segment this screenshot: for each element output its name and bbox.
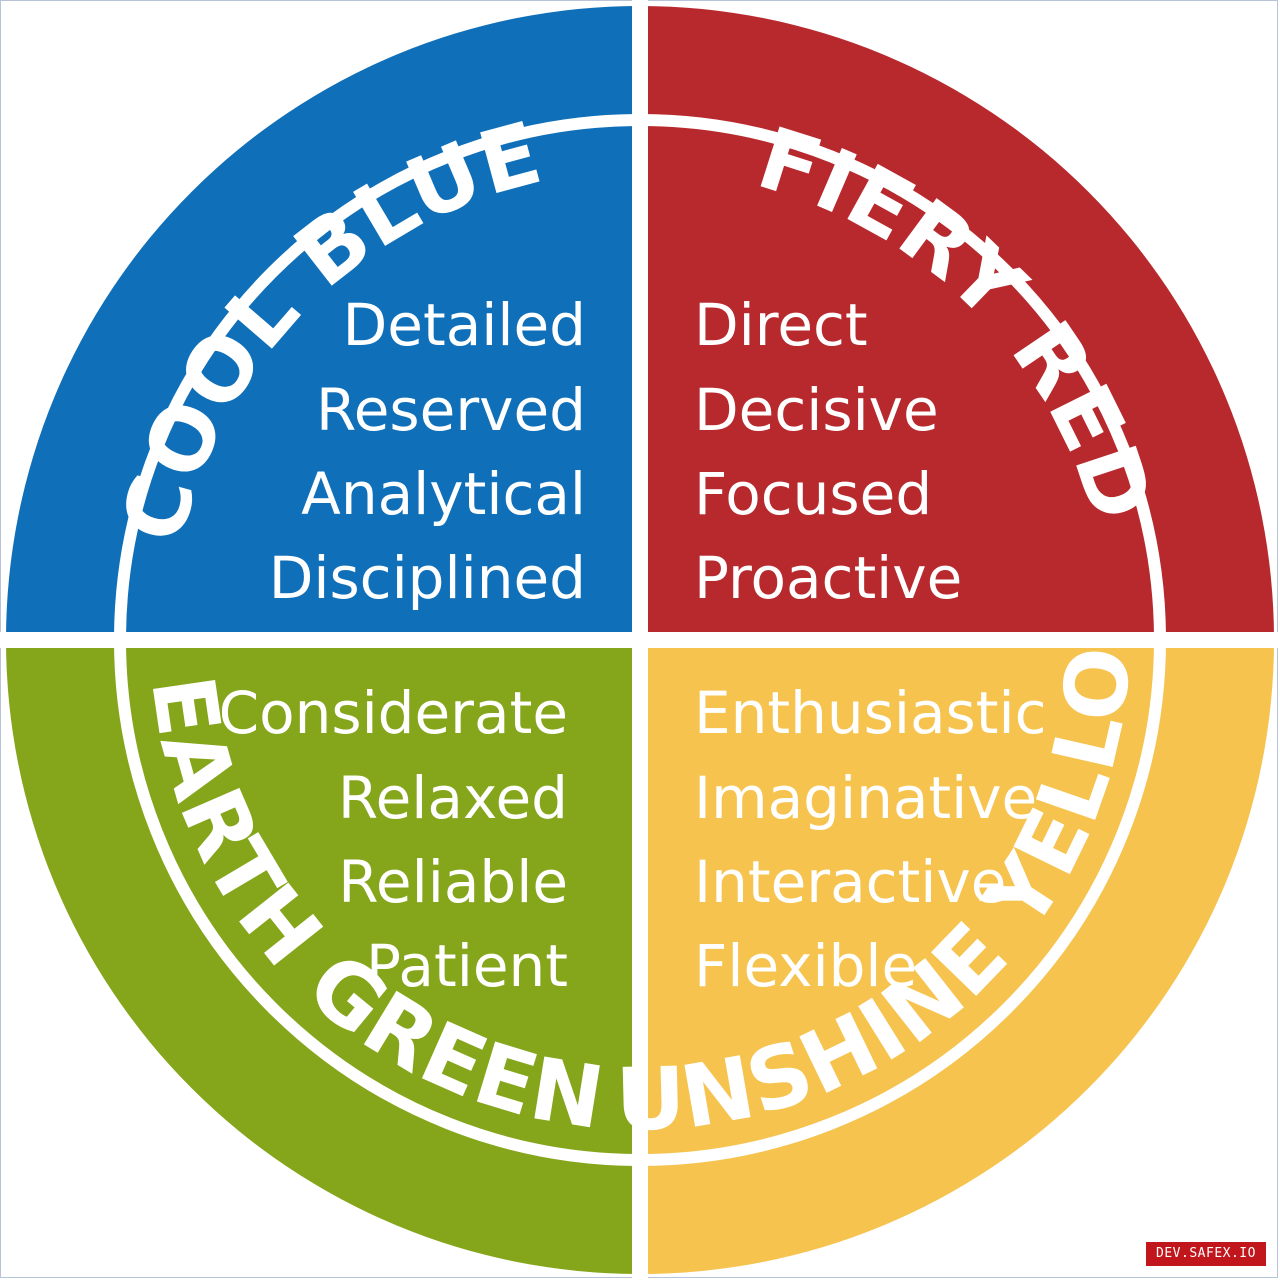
trait-yellow-1: Enthusiastic [694, 679, 1047, 747]
trait-blue-2: Reserved [316, 376, 586, 444]
trait-yellow-3: Interactive [694, 848, 1006, 916]
trait-red-1: Direct [694, 291, 868, 359]
trait-red-4: Proactive [694, 544, 962, 612]
trait-yellow-2: Imaginative [694, 764, 1037, 832]
trait-green-4: Patient [366, 932, 568, 1000]
trait-red-2: Decisive [694, 376, 939, 444]
quadrant-blue [6, 6, 640, 640]
trait-yellow-4: Flexible [694, 932, 917, 1000]
quadrant-red [640, 6, 1274, 640]
trait-blue-1: Detailed [343, 291, 586, 359]
quadrant-yellow [640, 640, 1274, 1274]
trait-blue-4: Disciplined [269, 544, 586, 612]
watermark-badge: DEV.SAFEX.IO [1146, 1242, 1266, 1266]
trait-green-3: Reliable [338, 848, 568, 916]
trait-green-1: Considerate [219, 679, 568, 747]
trait-red-3: Focused [694, 460, 932, 528]
trait-green-2: Relaxed [338, 764, 568, 832]
trait-blue-3: Analytical [301, 460, 586, 528]
quadrant-green [6, 640, 640, 1274]
